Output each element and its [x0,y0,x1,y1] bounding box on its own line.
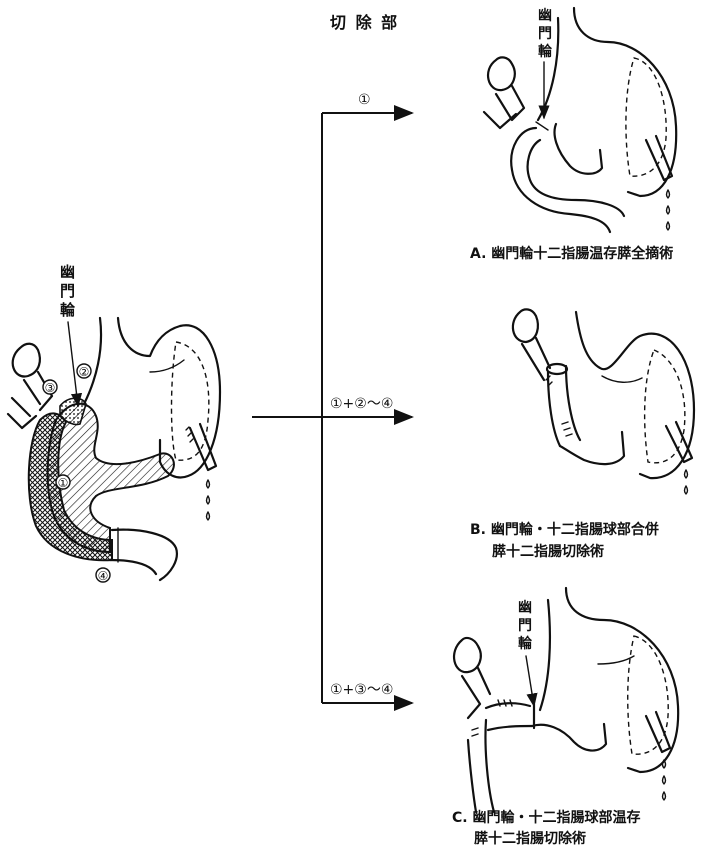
main-stomach [84,318,220,477]
panel-c-pylorus-char: 門 [518,618,532,634]
resection-header: 切 除 部 [330,13,399,32]
panel-a-pylorus-char: 幽 [538,8,552,24]
panel-c-pylorus-char: 輪 [518,635,533,652]
panel-c-caption-line1: C. 幽門輪・十二指腸球部温存 [452,809,640,826]
panel-a-pylorus-char: 輪 [538,43,553,60]
main-pylorus-char: 門 [60,282,75,300]
panel-b-gallbladder [513,309,538,342]
panel-b-caption-line2: 膵十二指腸切除術 [492,543,604,560]
panel-a-pylorus-char: 門 [538,26,552,42]
main-gallbladder [13,344,40,377]
panel-b-stomach-vessel [602,376,642,382]
svg-text:③: ③ [45,381,56,395]
panel-b-stomach-inner [645,350,685,463]
panel-b-bile-duct [522,338,550,380]
panel-c-drain-tube [646,712,670,752]
panel-c-drip-drops [663,760,666,800]
panel-b-stomach [560,312,694,478]
main-marker-3: ③ [43,380,57,395]
main-figure: 幽 門 輪 ③ [8,263,220,583]
panel-b-caption-line1: B. 幽門輪・十二指腸球部合併 [470,521,659,538]
panel-a-figure: 幽 門 輪 [484,8,676,232]
panel-a-pyloric-suture [536,122,548,130]
panel-c-pylorus-pointer [526,656,534,706]
panel-a-stomach [538,8,676,196]
svg-text:①: ① [58,476,69,490]
main-marker-2: ② [77,364,91,379]
main-pylorus-char: 幽 [60,263,75,281]
path-label-c: ①+③〜④ [330,682,393,698]
main-drip-drops [207,480,210,520]
main-pylorus-label: 幽 門 輪 [60,263,80,319]
panel-b-jejunum-loop [548,366,580,446]
panel-c-caption-line2: 膵十二指腸切除術 [474,830,586,847]
panel-a-duodenum [511,128,624,232]
panel-c-pylorus-char: 幽 [518,600,532,616]
svg-text:②: ② [79,365,90,379]
panel-c-stomach-vessel [598,656,634,664]
panel-c-bile-duct [462,668,490,718]
panel-a-drain-tube [646,136,672,180]
path-label-b: ①+②〜④ [330,396,393,412]
svg-text:④: ④ [98,569,109,583]
main-jejunum [110,530,177,580]
path-label-a: ① [358,92,371,108]
panel-b-figure [513,309,694,494]
panel-b-drip-drops [685,470,688,494]
main-pylorus-char: 輪 [60,301,76,319]
panel-a-bile-duct [484,86,524,128]
panel-a-gallbladder [488,57,515,90]
panel-c-stomach [532,588,678,772]
main-marker-1: ① [56,475,70,490]
panel-a-pylorus-label: 幽 門 輪 [538,8,557,60]
main-pylorus-pointer [68,322,78,406]
panel-a-caption: A. 幽門輪十二指腸温存膵全摘術 [470,245,673,262]
panel-c-duodenum [468,703,532,812]
main-marker-4: ④ [96,568,110,583]
panel-a-drip-drops [667,190,670,230]
panel-c-pylorus-label: 幽 門 輪 [518,600,537,652]
panel-b-drain-tube [666,422,692,462]
panel-c-figure: 幽 門 輪 [454,588,678,812]
panel-c-gallbladder [454,638,481,672]
main-stomach-vessel [150,360,184,372]
